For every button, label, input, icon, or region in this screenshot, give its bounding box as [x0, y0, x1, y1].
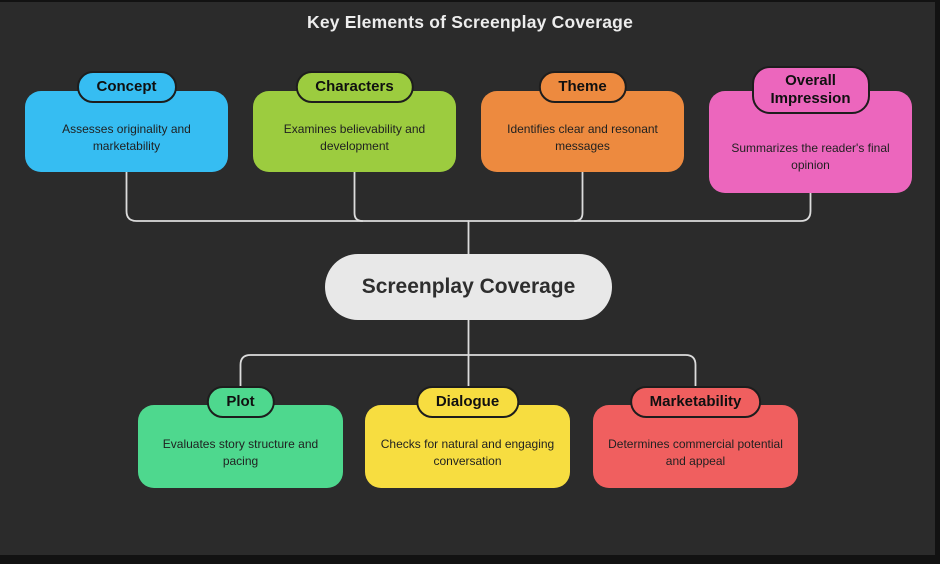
window-edge-top	[0, 0, 940, 2]
node-theme: Theme Identifies clear and resonant mess…	[481, 71, 684, 172]
node-marketability-description: Determines commercial potential and appe…	[608, 436, 783, 468]
node-concept-description: Assesses originality and marketability	[62, 121, 191, 153]
node-marketability: Marketability Determines commercial pote…	[593, 386, 798, 488]
node-characters-description: Examines believability and development	[283, 121, 426, 153]
node-plot: Plot Evaluates story structure and pacin…	[138, 386, 343, 488]
node-overall-impression: Overall Impression Summarizes the reader…	[709, 66, 912, 193]
node-dialogue-label: Dialogue	[415, 386, 520, 418]
connector-top-bus	[125, 171, 812, 222]
node-overall-impression-label: Overall Impression	[751, 66, 870, 114]
node-concept-label: Concept	[76, 71, 177, 103]
connector-characters-drop	[353, 171, 364, 222]
node-theme-label: Theme	[538, 71, 627, 103]
connector-bottom-bus	[239, 354, 697, 388]
window-edge-bottom	[0, 555, 940, 564]
node-dialogue: Dialogue Checks for natural and engaging…	[365, 386, 570, 488]
node-overall-impression-description: Summarizes the reader's final opinion	[731, 141, 890, 172]
node-characters: Characters Examines believability and de…	[253, 71, 456, 172]
diagram-title: Key Elements of Screenplay Coverage	[306, 12, 634, 32]
window-edge-right	[935, 0, 940, 564]
connector-theme-drop	[573, 171, 584, 222]
node-dialogue-description: Checks for natural and engaging conversa…	[380, 436, 555, 468]
node-plot-label: Plot	[206, 386, 275, 418]
node-screenplay-coverage: Screenplay Coverage	[325, 254, 612, 320]
node-characters-label: Characters	[295, 71, 414, 103]
node-marketability-label: Marketability	[629, 386, 762, 418]
node-theme-description: Identifies clear and resonant messages	[507, 121, 658, 153]
node-concept: Concept Assesses originality and marketa…	[25, 71, 228, 172]
node-plot-description: Evaluates story structure and pacing	[162, 436, 319, 468]
